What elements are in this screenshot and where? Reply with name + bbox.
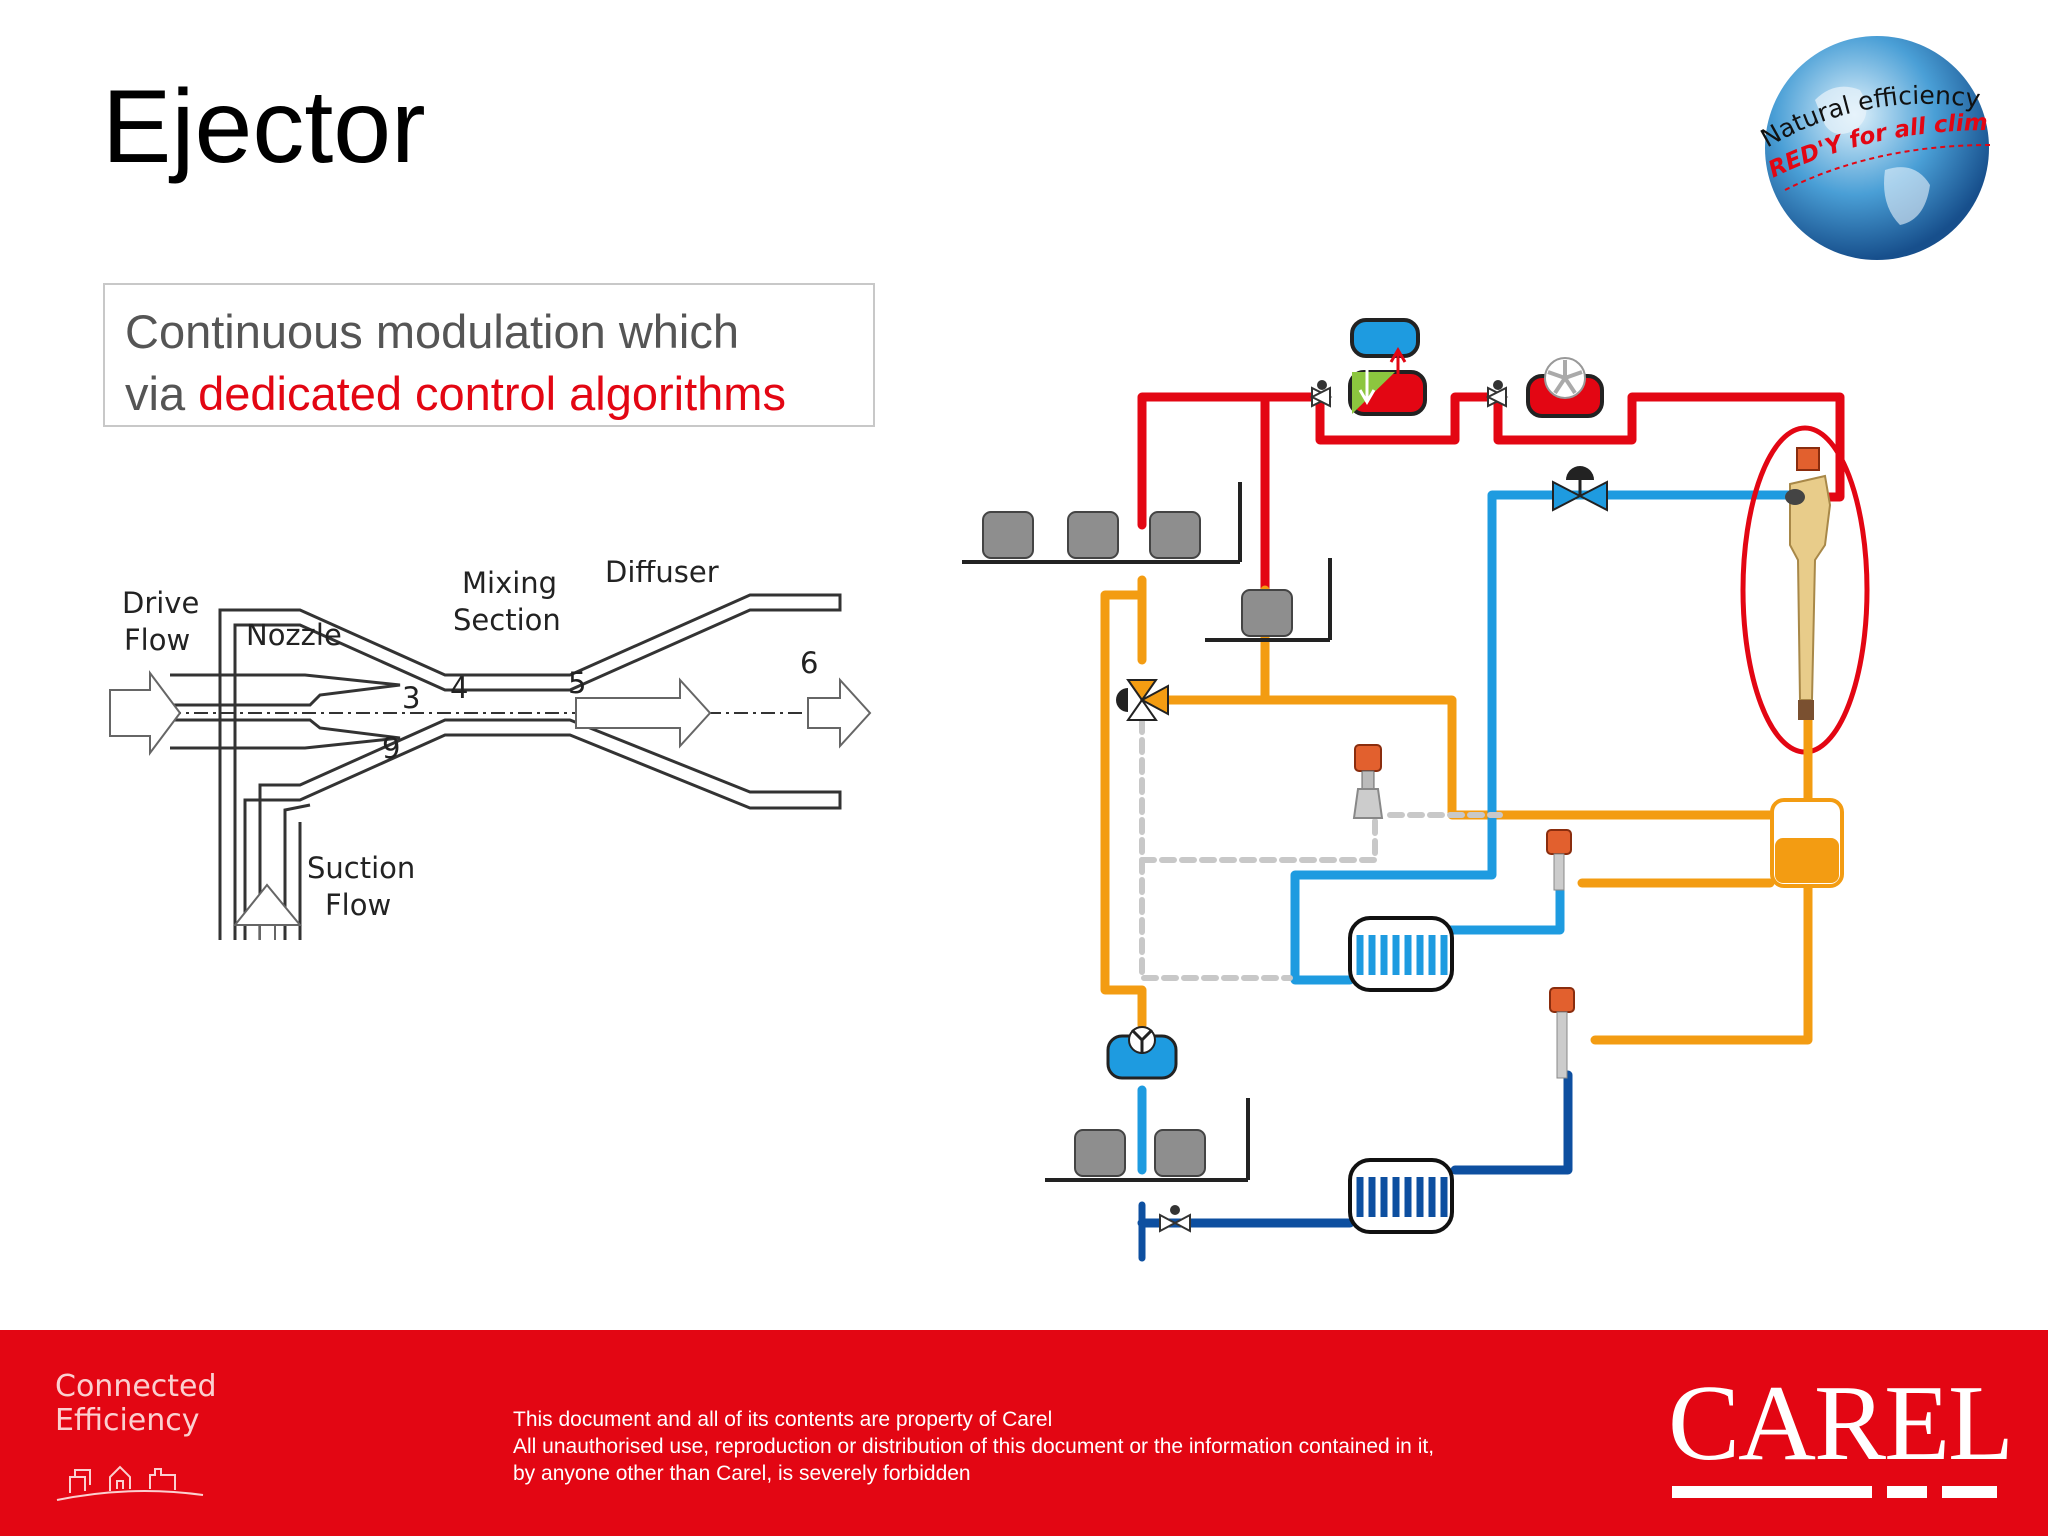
label-suction: Suction — [307, 851, 415, 885]
footer-bar: Connected Efficiency This document and a… — [0, 1330, 2048, 1536]
refrigeration-circuit — [962, 318, 1870, 1262]
pipe-orange-to-receiver — [1160, 695, 1775, 820]
label-drive: Drive — [122, 586, 199, 620]
nozzle-lower — [170, 718, 401, 750]
label-diffuser: Diffuser — [605, 560, 719, 589]
page-title: Ejector — [102, 69, 426, 185]
label-section: Section — [453, 603, 561, 637]
point-4: 4 — [450, 671, 468, 705]
outlet-flow-arrow — [807, 677, 872, 749]
ejector-outer-bottom — [243, 718, 842, 940]
pipe-light-blue-mt — [1290, 490, 1565, 985]
expansion-valve-icon — [1352, 744, 1384, 819]
nozzle-upper — [170, 673, 401, 707]
compressor-icon — [1154, 1129, 1206, 1177]
point-9: 9 — [382, 731, 400, 765]
gas-cooler — [1526, 357, 1604, 418]
pipe-orange-lt — [1590, 875, 1813, 1045]
point-6: 6 — [800, 646, 818, 680]
valve-icon — [1485, 380, 1509, 408]
valve-icon — [1309, 380, 1333, 408]
compressor-icon — [982, 511, 1034, 559]
compressor-rack-lt — [1045, 1098, 1250, 1182]
carel-brand: CAREL — [1668, 1364, 2014, 1483]
valve-icon — [1159, 1205, 1191, 1233]
expansion-valve-icon — [1546, 829, 1572, 891]
legal-line-3: by anyone other than Carel, is severely … — [513, 1462, 971, 1485]
compressor-icon — [1074, 1129, 1126, 1177]
legal-notice: This document and all of its contents ar… — [513, 1406, 1434, 1487]
legal-line-2: All unauthorised use, reproduction or di… — [513, 1435, 1435, 1458]
compressor-icon — [1241, 589, 1293, 637]
ejector-device — [1740, 425, 1870, 755]
liquid-receiver — [1770, 798, 1844, 888]
pipe-dashed-bypass — [1139, 717, 1293, 981]
compressor-rack-parallel — [1205, 558, 1332, 642]
heat-recovery-tank — [1348, 318, 1427, 416]
globe-logo: Natural efficiency RED'Y for all climate… — [1755, 20, 1991, 260]
expansion-valve-icon — [1549, 987, 1575, 1079]
connected-efficiency-logo: Connected Efficiency — [55, 1370, 217, 1438]
evaporator-lt — [1348, 1158, 1454, 1234]
label-suction-flow: Flow — [325, 888, 391, 922]
callout-prefix: via — [125, 367, 199, 420]
drive-flow-arrow — [109, 670, 182, 756]
ejector-diagram: Drive Flow Nozzle Mixing Section Diffuse… — [109, 560, 872, 940]
efficiency-label: Efficiency — [55, 1403, 200, 1438]
point-5: 5 — [568, 666, 586, 700]
three-way-valve-icon — [1116, 679, 1169, 721]
label-nozzle: Nozzle — [246, 618, 342, 652]
callout-line-2: via dedicated control algorithms — [125, 363, 873, 425]
carel-underline — [1672, 1486, 1997, 1498]
diffuser-flow-arrow — [575, 677, 712, 749]
compressor-rack-mt — [962, 482, 1242, 564]
callout-box: Continuous modulation which via dedicate… — [103, 283, 875, 427]
compressor-icon — [1149, 511, 1201, 559]
intercooler — [1106, 1026, 1178, 1080]
buildings-icon — [56, 1465, 204, 1501]
callout-line-1: Continuous modulation which — [125, 305, 739, 358]
callout-highlight: dedicated control algorithms — [198, 367, 786, 420]
label-drive-flow: Flow — [124, 623, 190, 657]
evaporator-mt — [1348, 916, 1454, 992]
legal-line-1: This document and all of its contents ar… — [513, 1408, 1053, 1431]
compressor-icon — [1067, 511, 1119, 559]
pipe-orange-left — [1100, 590, 1147, 1030]
label-mixing: Mixing — [462, 566, 557, 600]
ejector-outer-top — [218, 593, 842, 940]
point-3: 3 — [402, 681, 420, 715]
globe-icon — [1765, 36, 1989, 260]
connected-label: Connected — [55, 1369, 217, 1404]
modulating-valve-icon — [1552, 466, 1608, 512]
